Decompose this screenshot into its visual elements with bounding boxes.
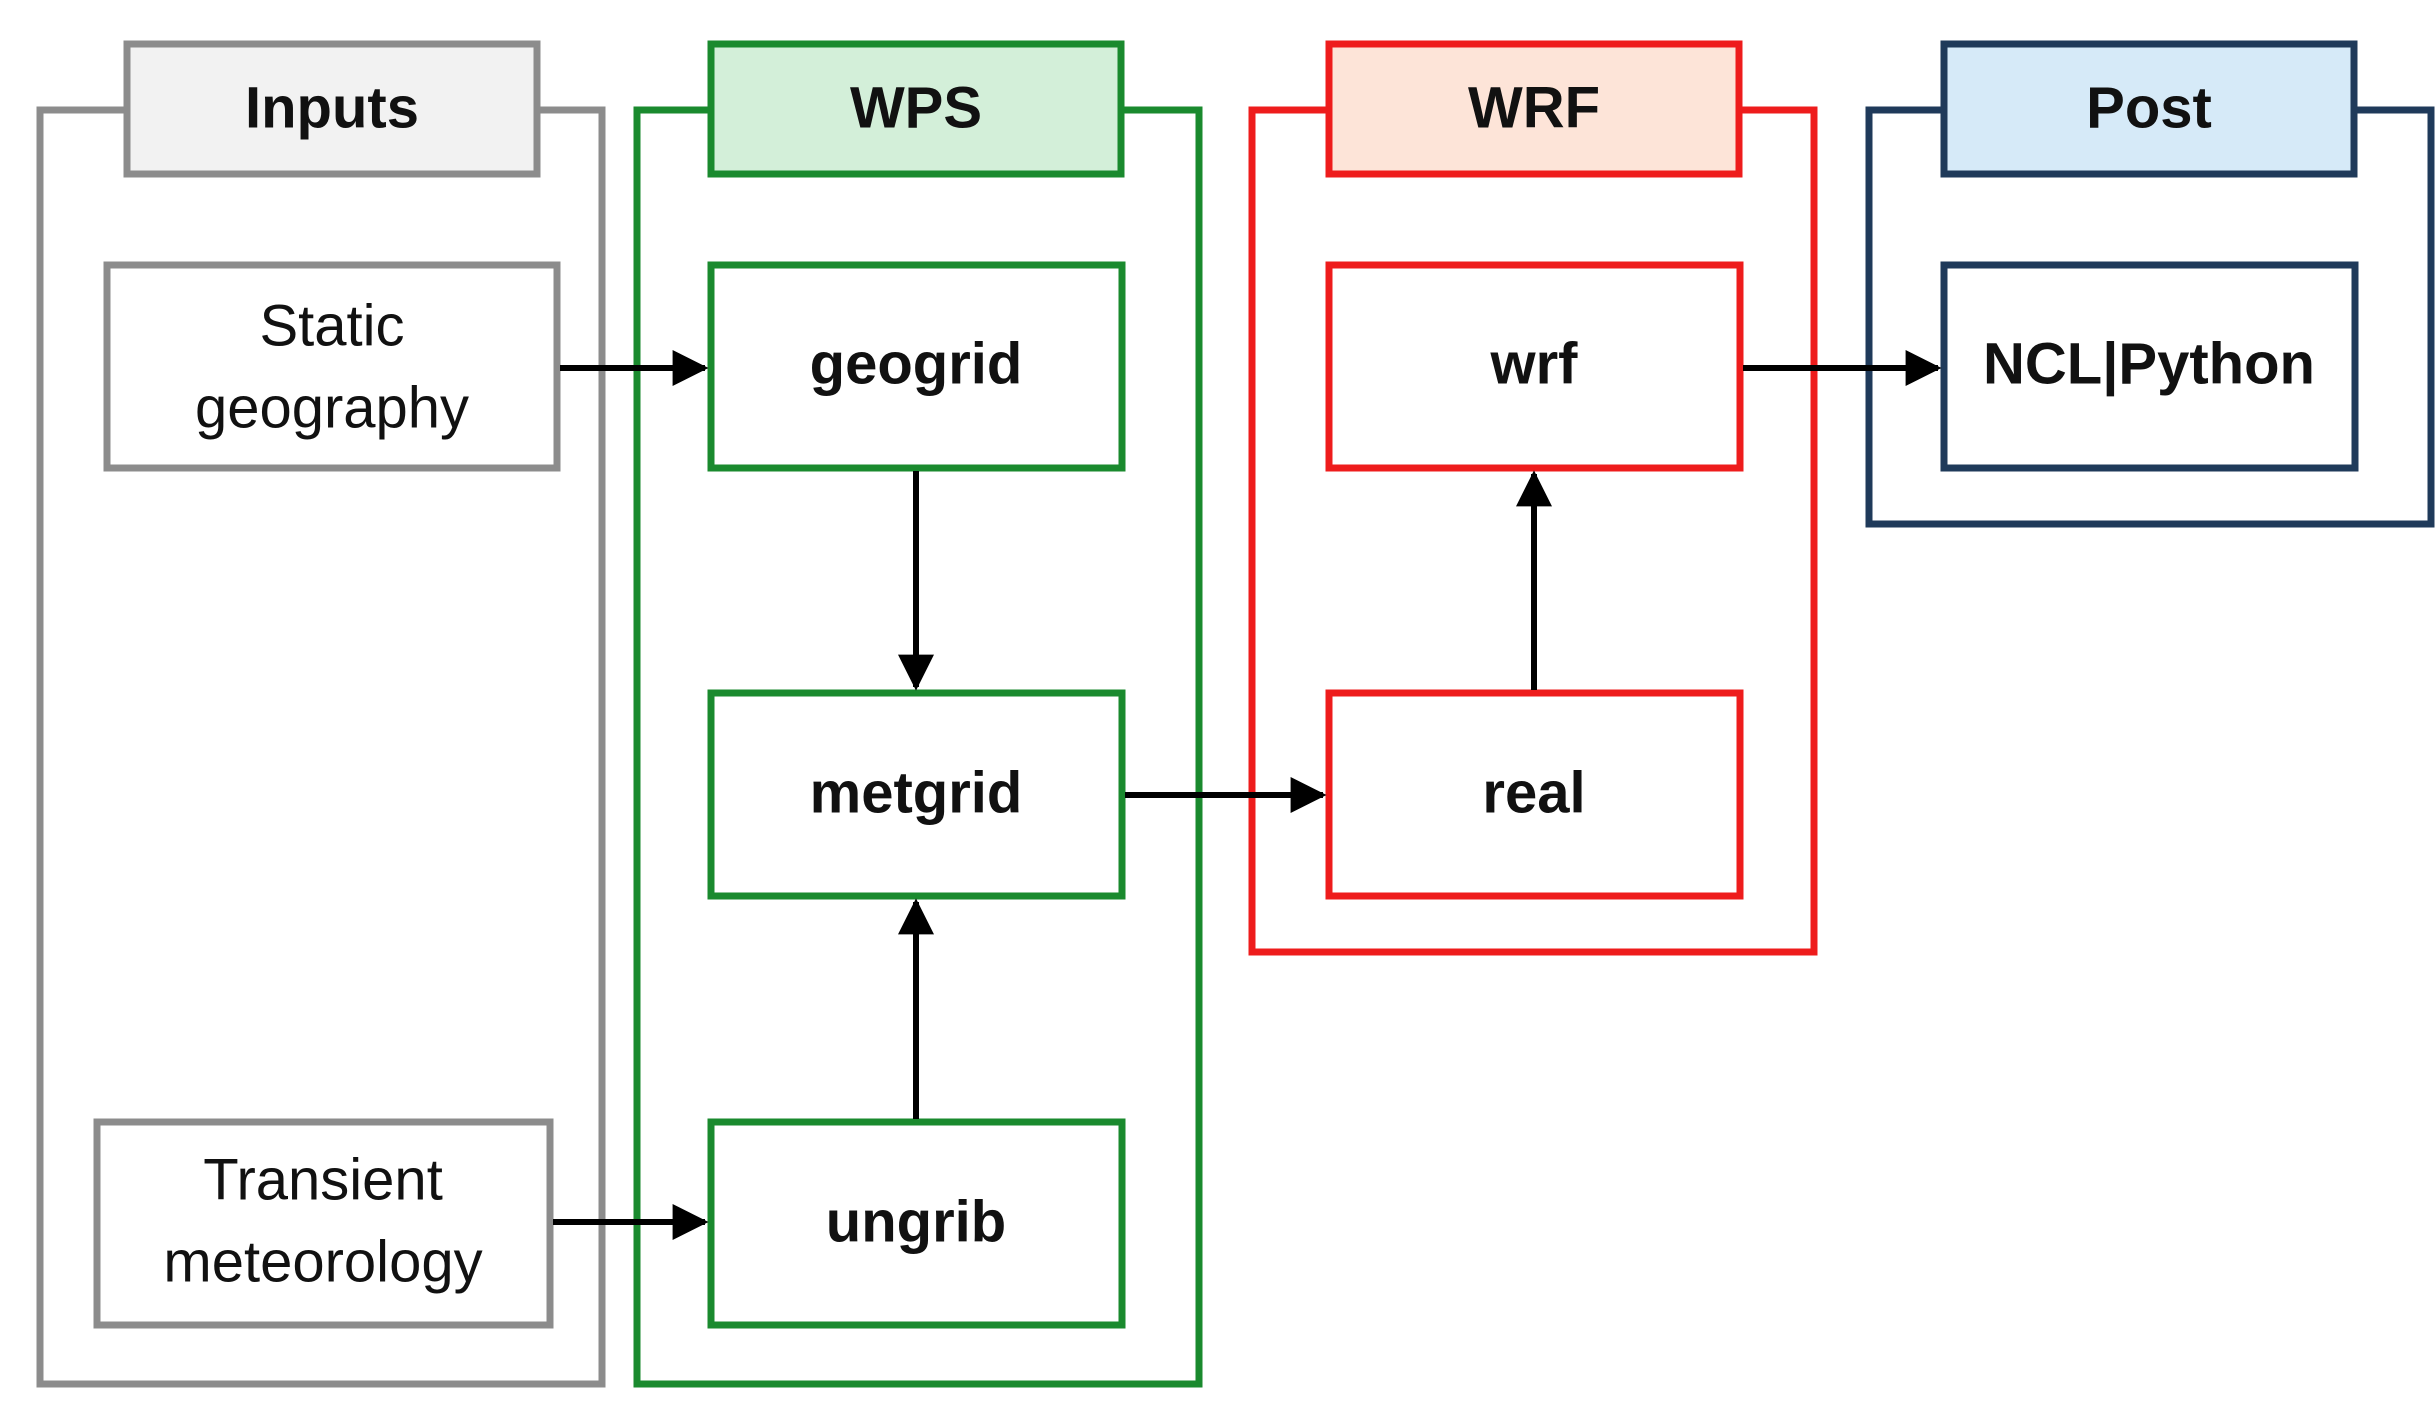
group-inputs: Inputs xyxy=(36,40,606,1388)
group-inputs-label: Inputs xyxy=(245,75,419,140)
node-wrf-box xyxy=(1325,261,1744,472)
node-ncl-python-label: NCL|Python xyxy=(1983,331,2315,396)
edges xyxy=(553,350,1942,1240)
node-transient-meteorology-line2: meteorology xyxy=(163,1229,482,1294)
node-geogrid-box xyxy=(707,261,1126,472)
node-real-label: real xyxy=(1482,760,1585,825)
node-static-geography: Static geography xyxy=(103,261,561,472)
group-post-header xyxy=(1940,40,2358,178)
node-ungrib: ungrib xyxy=(707,1118,1126,1329)
node-real: real xyxy=(1325,689,1744,900)
node-wrf: wrf xyxy=(1325,261,1744,472)
node-real-box xyxy=(1325,689,1744,900)
node-geogrid-label: geogrid xyxy=(810,331,1023,396)
group-wps: WPS xyxy=(633,40,1203,1388)
node-transient-meteorology-box xyxy=(93,1118,554,1329)
node-metgrid: metgrid xyxy=(707,689,1126,900)
node-ungrib-label: ungrib xyxy=(826,1189,1006,1254)
node-transient-meteorology: Transient meteorology xyxy=(93,1118,554,1329)
node-ungrib-box xyxy=(707,1118,1126,1329)
group-wrf: WRF xyxy=(1248,40,1818,956)
group-post: Post xyxy=(1865,40,2435,528)
group-inputs-header xyxy=(123,40,541,178)
group-post-label: Post xyxy=(2086,75,2212,140)
node-metgrid-label: metgrid xyxy=(810,760,1023,825)
node-metgrid-box xyxy=(707,689,1126,900)
group-wrf-label: WRF xyxy=(1468,75,1600,140)
group-wrf-header xyxy=(1325,40,1743,178)
node-wrf-label: wrf xyxy=(1490,331,1579,396)
node-geogrid: geogrid xyxy=(707,261,1126,472)
node-transient-meteorology-line1: Transient xyxy=(203,1147,443,1212)
node-static-geography-box xyxy=(103,261,561,472)
node-static-geography-line2: geography xyxy=(195,375,469,440)
node-ncl-python-box xyxy=(1940,261,2359,472)
node-ncl-python: NCL|Python xyxy=(1940,261,2359,472)
group-wps-label: WPS xyxy=(850,75,982,140)
node-static-geography-line1: Static xyxy=(259,293,404,358)
group-wps-header xyxy=(707,40,1125,178)
